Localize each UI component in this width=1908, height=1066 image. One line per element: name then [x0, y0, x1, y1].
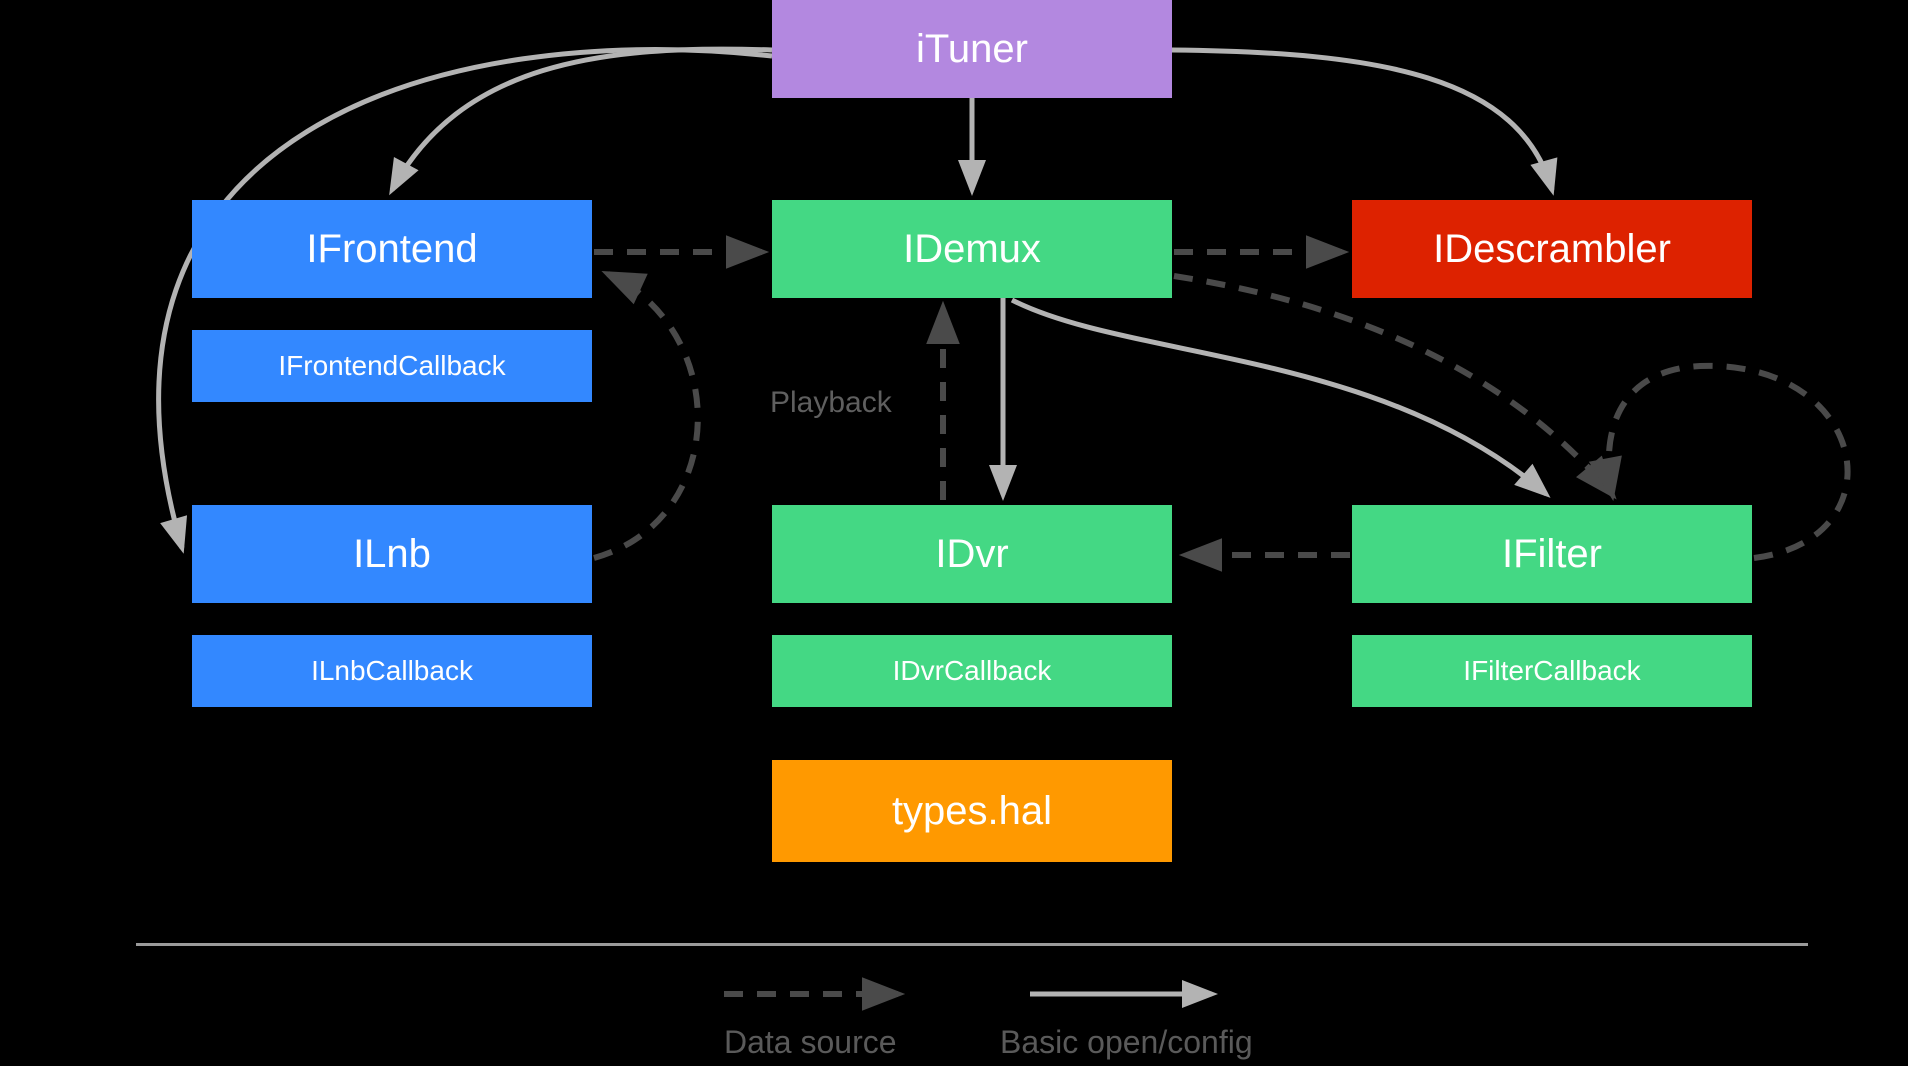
- edge-idemux-to-ifilter: [1010, 297, 1551, 498]
- node-ilnbcallback-label: ILnbCallback: [311, 655, 473, 686]
- node-ifrontendcallback[interactable]: IFrontendCallback: [192, 330, 592, 402]
- node-idemux[interactable]: IDemux: [772, 200, 1172, 298]
- node-ifilter[interactable]: IFilter: [1352, 505, 1752, 603]
- node-ifilter-label: IFilter: [1502, 532, 1602, 576]
- solid-edges-group: [156, 46, 1558, 554]
- node-idvr[interactable]: IDvr: [772, 505, 1172, 603]
- legend-label-basic-open-config: Basic open/config: [1000, 1024, 1253, 1060]
- node-ifrontend-label: IFrontend: [306, 227, 478, 271]
- node-idemux-label: IDemux: [903, 227, 1041, 271]
- node-ituner-label: iTuner: [916, 27, 1028, 71]
- legend-divider: [136, 943, 1808, 946]
- edge-ituner-to-ilnb: [156, 47, 773, 554]
- edge-ilnb-to-ifrontend: [593, 270, 701, 561]
- node-ifiltercallback[interactable]: IFilterCallback: [1352, 635, 1752, 707]
- node-ifiltercallback-label: IFilterCallback: [1463, 655, 1641, 686]
- node-ilnb[interactable]: ILnb: [192, 505, 592, 603]
- node-idescrambler-label: IDescrambler: [1433, 227, 1671, 271]
- edge-idemux-to-ifilter-dashed: [1173, 273, 1617, 500]
- node-typeshal-label: types.hal: [891, 789, 1053, 833]
- node-ilnbcallback[interactable]: ILnbCallback: [192, 635, 592, 707]
- edge-label-playback: Playback: [770, 386, 892, 419]
- edge-ituner-to-ifrontend: [389, 46, 773, 196]
- node-typeshal[interactable]: types.hal: [772, 760, 1172, 862]
- node-idvrcallback-label: IDvrCallback: [892, 655, 1052, 686]
- node-ituner[interactable]: iTuner: [772, 0, 1172, 98]
- node-idescrambler[interactable]: IDescrambler: [1352, 200, 1752, 298]
- node-idvr-label: IDvr: [935, 532, 1009, 576]
- node-ifrontend[interactable]: IFrontend: [192, 200, 592, 298]
- node-ilnb-label: ILnb: [353, 532, 431, 576]
- edge-ituner-to-idescrambler: [1171, 47, 1558, 196]
- legend-label-data-source: Data source: [724, 1024, 897, 1060]
- node-ifrontendcallback-label: IFrontendCallback: [278, 350, 506, 381]
- node-idvrcallback[interactable]: IDvrCallback: [772, 635, 1172, 707]
